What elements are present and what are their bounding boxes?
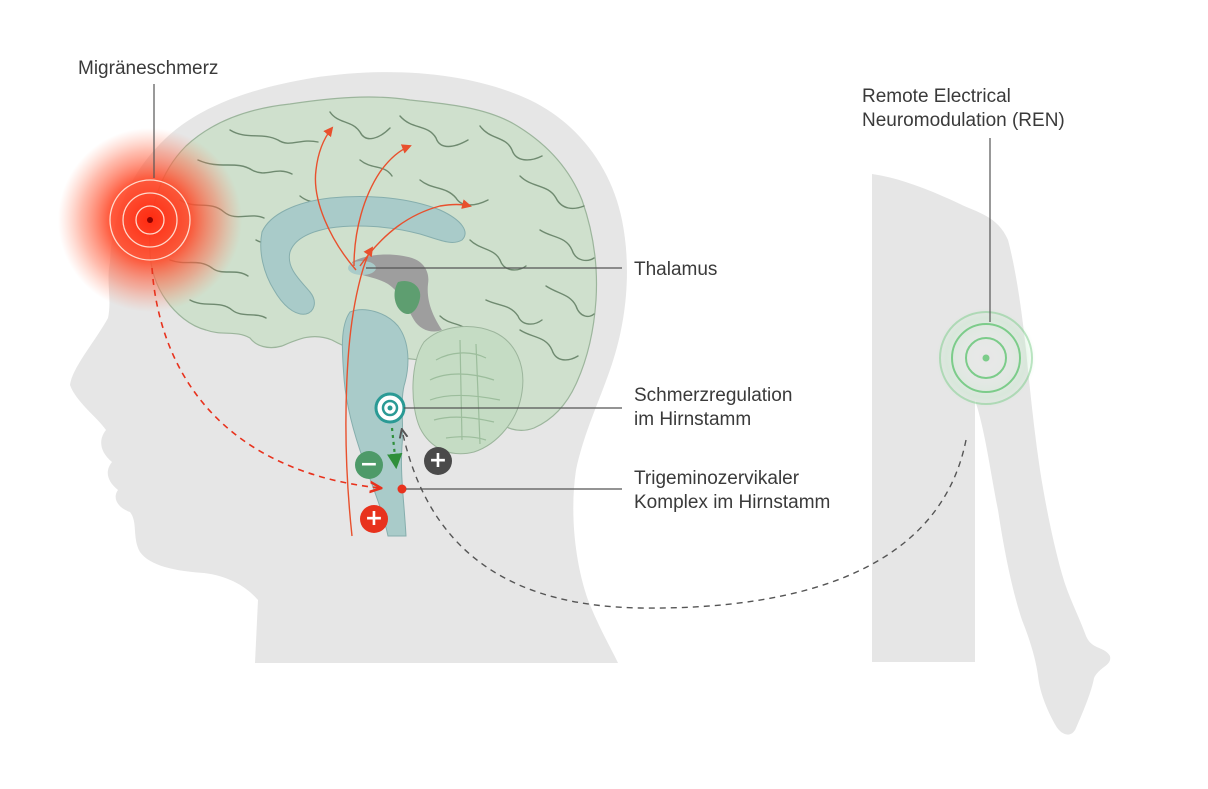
label-pain-regulation-line1: Schmerzregulation (634, 385, 793, 406)
leader-lines (153, 84, 991, 490)
label-pain-regulation-line2: im Hirnstamm (634, 409, 752, 430)
label-migraine-pain: Migräneschmerz (78, 58, 219, 79)
pain-center-dot (147, 217, 153, 223)
label-trigemino-line2: Komplex im Hirnstamm (634, 492, 831, 513)
hypothalamus (394, 280, 421, 315)
ren-target-icon (939, 311, 1033, 405)
label-ren-line1: Remote Electrical (862, 86, 1011, 107)
brainstem (341, 309, 409, 537)
cerebellum (412, 326, 524, 455)
excite-plus-badge-red: + (360, 505, 388, 533)
ren-dashed-path (402, 430, 967, 609)
pain-target-icon (109, 179, 191, 261)
trigeminal-dot (397, 484, 407, 494)
inhibit-minus-badge: − (355, 451, 383, 479)
thalamus-region (352, 254, 442, 332)
pain-dashed-path (151, 267, 380, 488)
thalamus-highlight (348, 261, 376, 275)
pain-regulation-target-icon (374, 392, 406, 424)
label-ren-line2: Neuromodulation (REN) (862, 110, 1065, 131)
corpus-callosum (260, 196, 466, 315)
pain-pathways (314, 126, 472, 537)
body-silhouette (872, 174, 1111, 735)
label-trigemino-line1: Trigeminozervikaler (634, 468, 800, 489)
ren-center-dot (982, 354, 990, 362)
label-thalamus: Thalamus (634, 259, 718, 280)
excite-plus-badge-gray: + (424, 447, 452, 475)
